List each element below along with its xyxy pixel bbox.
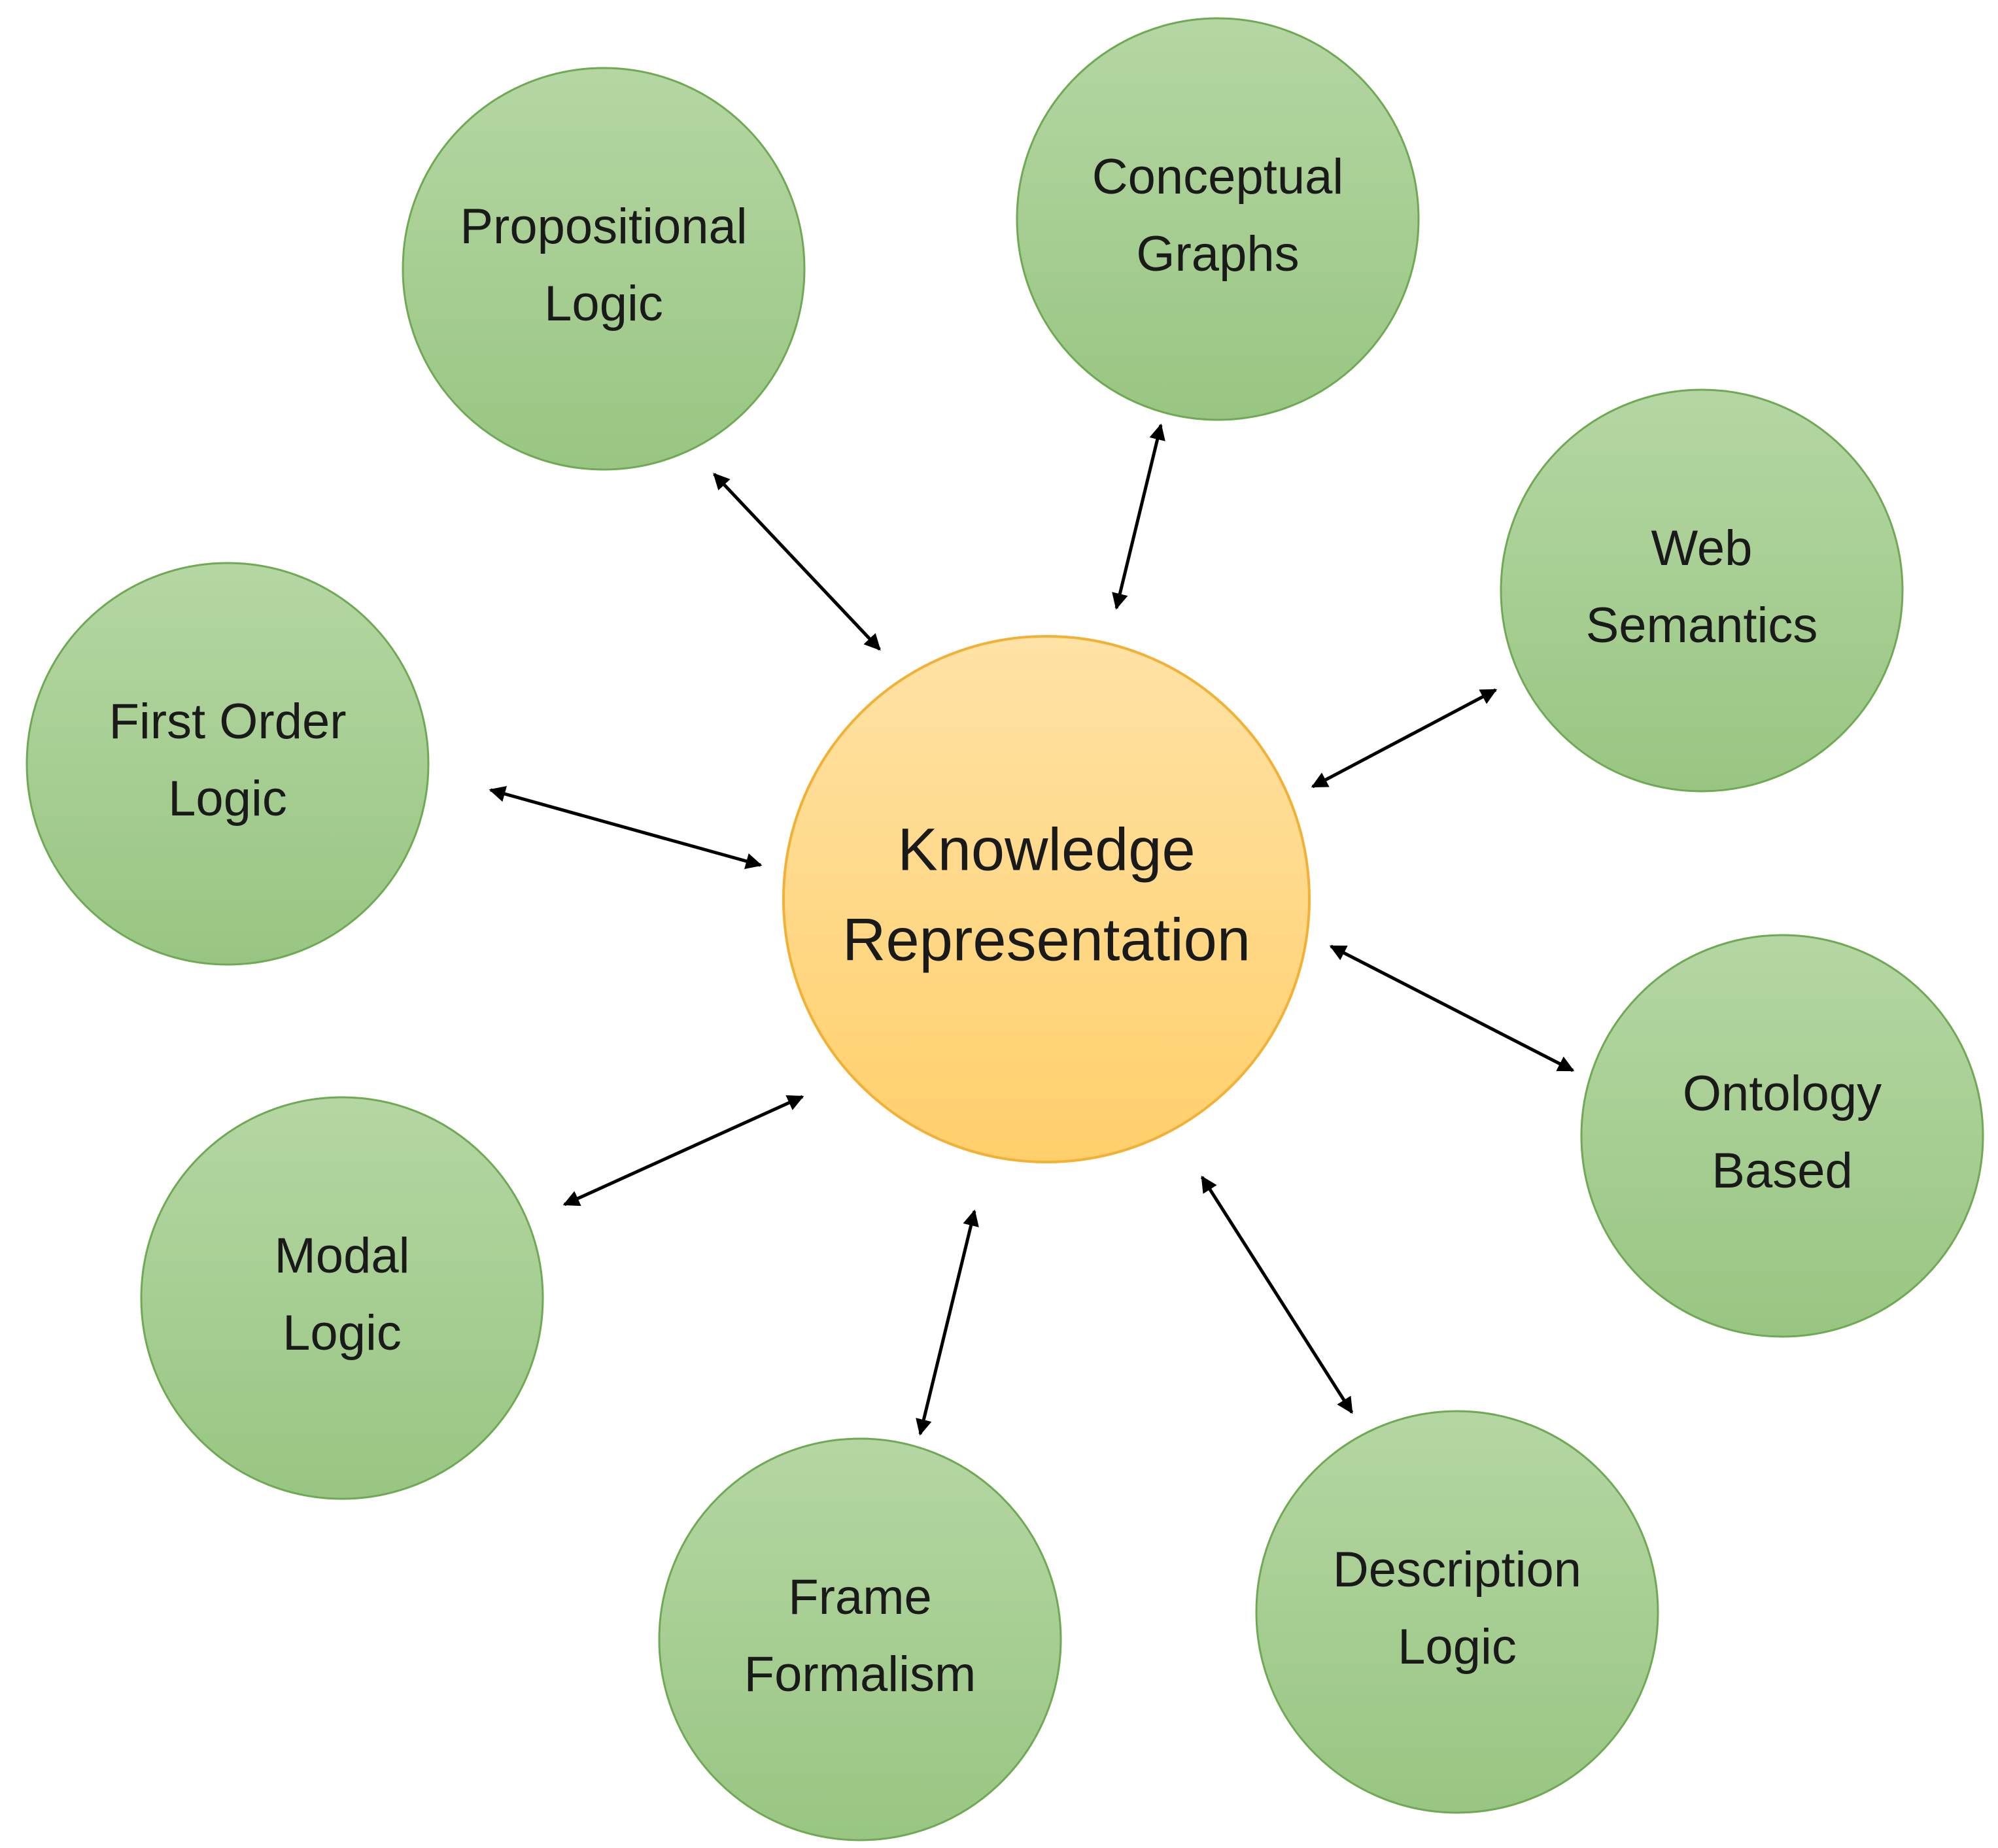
connector-conceptual-graphs [1112, 423, 1165, 610]
node-label-line: Based [1712, 1143, 1853, 1199]
node-label-line: Logic [544, 276, 663, 332]
node-label-line: Graphs [1136, 226, 1299, 282]
node-label-line: Logic [283, 1305, 402, 1361]
node-circle-frame-formalism [658, 1437, 1062, 1841]
node-label-line: Propositional [460, 199, 747, 254]
node-label-line: Semantics [1586, 598, 1818, 653]
node-circle-conceptual-graphs [1016, 17, 1420, 421]
node-label-line: Formalism [744, 1647, 976, 1702]
node-circle-first-order-logic [26, 562, 430, 966]
node-label-line: Representation [842, 906, 1250, 973]
node-circle-ontology-based [1580, 934, 1984, 1338]
node-label-line: Logic [1398, 1619, 1517, 1675]
connector-propositional-logic [713, 473, 881, 651]
connector-web-semantics [1311, 688, 1498, 789]
connector-ontology-based [1329, 944, 1575, 1072]
connector-first-order-logic [489, 785, 763, 870]
node-label-line: Modal [275, 1228, 410, 1284]
node-label-line: Frame [788, 1569, 932, 1625]
node-circle-knowledge-representation [782, 635, 1311, 1163]
node-label-line: Description [1333, 1542, 1581, 1598]
node-label-line: Knowledge [897, 816, 1195, 883]
node-label-line: Conceptual [1092, 149, 1344, 205]
node-label-line: Web [1651, 521, 1753, 576]
node-label-line: First Order [109, 694, 346, 749]
node-circle-web-semantics [1500, 388, 1904, 793]
node-circle-propositional-logic [402, 67, 806, 471]
connector-description-logic [1200, 1175, 1354, 1414]
connector-frame-formalism [916, 1209, 979, 1436]
node-circle-modal-logic [140, 1096, 544, 1500]
node-label-line: Ontology [1683, 1066, 1882, 1121]
node-label-line: Logic [168, 771, 287, 827]
connector-modal-logic [562, 1095, 804, 1206]
node-circle-description-logic [1255, 1410, 1659, 1814]
connectors [489, 423, 1575, 1436]
